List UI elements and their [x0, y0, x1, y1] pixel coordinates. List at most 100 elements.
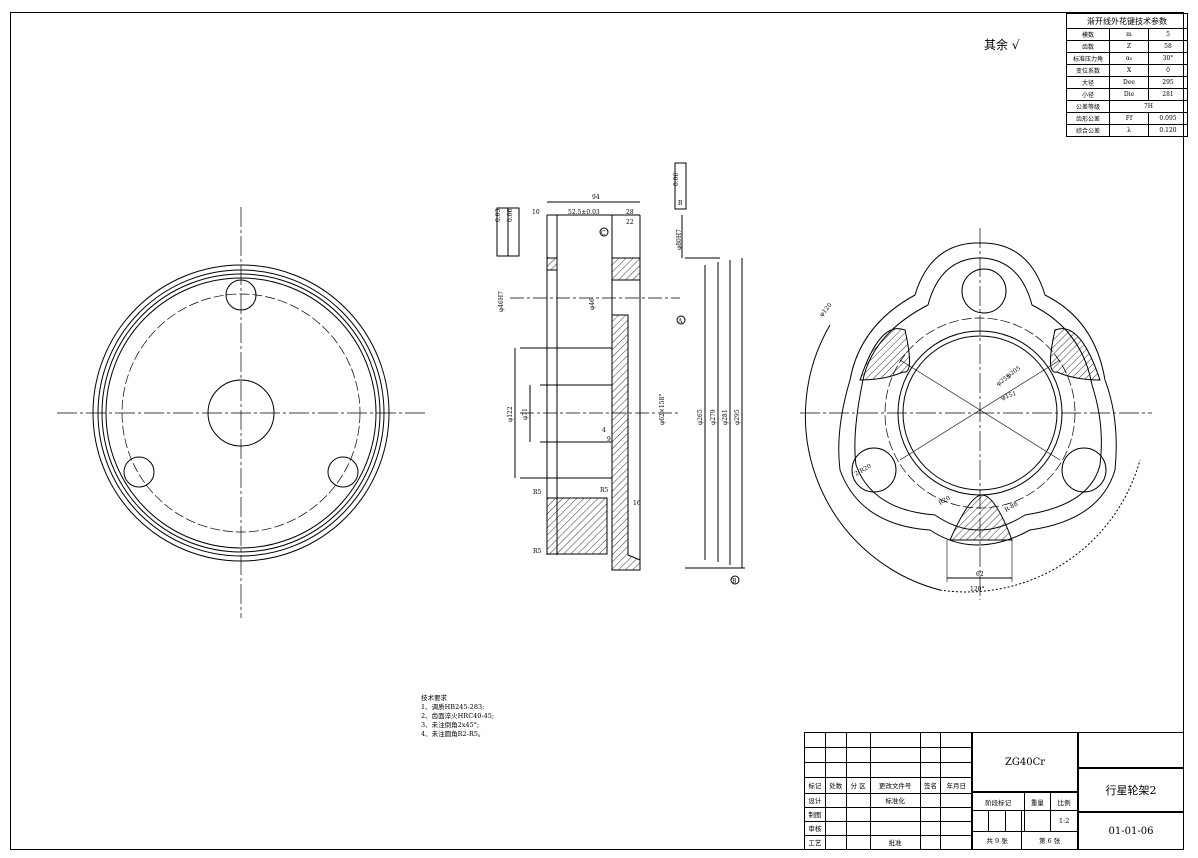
lbl-weight: 重量 [1023, 791, 1052, 812]
dim-phi71: φ71 [522, 408, 529, 420]
pin-hole-right [1061, 447, 1107, 493]
hatch-top-ring [611, 257, 641, 281]
hdr-date: 年月日 [940, 777, 972, 794]
dim-r5b: R5 [600, 487, 609, 494]
dim-9: 9 [607, 436, 611, 443]
lbl-approve: 批准 [869, 834, 921, 851]
center-bore [207, 379, 275, 447]
hdr-sign: 签名 [919, 777, 942, 794]
tol-left-2: 0.06 [507, 208, 514, 222]
lbl-process: 工艺 [804, 834, 826, 851]
dim-120deg: 120° [970, 586, 984, 593]
total-sheets: 共 9 张 [971, 830, 1023, 851]
tol-top-ref: B [678, 200, 683, 207]
lbl-drawn: 制图 [804, 806, 826, 822]
drawing-number: 01-01-06 [1108, 825, 1154, 837]
scale-value: 1:2 [1050, 810, 1078, 832]
dim-r5a: R5 [533, 489, 542, 496]
hdr-count: 处数 [824, 777, 847, 794]
revision-table: 标记 处数 分 区 更改文件号 签名 年月日 设计 标准化 制图 审核 工艺 批… [804, 731, 972, 851]
dim-phi122: φ122 [507, 406, 514, 422]
param-symbol: λ [1109, 124, 1149, 137]
hdr-doc: 更改文件号 [869, 777, 921, 794]
datum-c-symbol [599, 227, 609, 237]
dim-r88: R-88 [1004, 500, 1020, 513]
lbl-review: 审核 [804, 820, 826, 836]
datum-a-symbol [676, 315, 686, 325]
datum-a: A [677, 318, 683, 325]
spline-circle [101, 273, 381, 553]
note-item-4: 4、未注圆角R2-R5。 [421, 730, 485, 738]
section-view [496, 162, 745, 585]
tol-left-1: 0.03 [495, 208, 502, 222]
dim-phi265: φ265 [697, 409, 704, 425]
dim-leader-2 [899, 359, 1061, 461]
dim-4: 4 [602, 427, 606, 434]
part-name: 行星轮架2 [1105, 784, 1157, 797]
technical-notes: 技术要求 1、调质HB245-283; 2、齿面淬火HRC40-45; 3、未注… [421, 694, 494, 739]
lbl-stage: 阶段标记 [972, 791, 1025, 812]
datum-b-symbol [730, 575, 740, 585]
hatch-web-right [1050, 328, 1101, 381]
empty-cell [1078, 732, 1184, 768]
note-item-3: 3、未注倒角2x45°; [421, 721, 480, 729]
notes-title: 技术要求 [421, 694, 447, 702]
lbl-std: 标准化 [869, 792, 921, 808]
outer-lobed-contour [838, 242, 1117, 546]
dim-22: 22 [626, 219, 634, 226]
pin-hole-top [225, 279, 257, 311]
bore-inner [902, 335, 1058, 491]
tol-frame-top [674, 162, 687, 210]
material-cell: ZG40Cr [972, 732, 1078, 792]
dim-top: φ80H7 [676, 229, 683, 250]
dim-taper: φ62×158° [659, 394, 666, 425]
dim-94: 94 [592, 194, 600, 201]
outer-circle [92, 264, 390, 562]
datum-c: C [601, 230, 606, 237]
hatch-top-flange [546, 257, 558, 271]
spline-circle-2 [105, 277, 377, 549]
roughness-symbol-icon: √ [1011, 38, 1020, 52]
arc-r100-b [939, 459, 1141, 593]
dim-phi120: φ120 [818, 302, 834, 319]
rear-view [800, 228, 1152, 600]
drawing-frame [10, 12, 1184, 850]
dim-28: 28 [626, 209, 634, 216]
lbl-design: 设计 [804, 792, 826, 808]
dim-r5c: R5 [533, 548, 542, 555]
lbl-scale: 比例 [1050, 791, 1078, 812]
tol-top: 0.06 [673, 172, 680, 186]
roughness-note: 其余 √ [984, 36, 1020, 53]
pitch-circle [121, 293, 361, 533]
dim-16: 16 [633, 500, 641, 507]
param-value: 0.120 [1148, 124, 1188, 137]
hatch-web-bottom [949, 494, 1013, 541]
dim-phi295: φ295 [734, 409, 741, 425]
material: ZG40Cr [1004, 756, 1046, 768]
dim-52: 52.5±0.03 [568, 209, 600, 216]
dim-62: 62 [976, 571, 984, 578]
outer-circle-2 [97, 269, 385, 557]
section-dim-labels: 94 10 52.5±0.03 28 22 16 4 9 0.03 0.06 0… [495, 172, 741, 585]
title-block: 标记 处数 分 区 更改文件号 签名 年月日 设计 标准化 制图 审核 工艺 批… [804, 731, 1184, 851]
dim-phi279: φ279 [710, 409, 717, 425]
hdr-mark: 标记 [804, 777, 826, 794]
arc-r100 [804, 324, 941, 591]
front-view [57, 207, 428, 618]
dim-phi205: φ205 [1005, 365, 1022, 380]
hatch-bottom-flange [546, 497, 608, 555]
pin-hole-right [327, 456, 359, 488]
pin-hole-left [851, 447, 897, 493]
part-name-cell: 行星轮架2 [1078, 768, 1184, 812]
dim-r20: R20 [938, 495, 952, 507]
note-item-2: 2、齿面淬火HRC40-45; [421, 712, 495, 720]
pin-hole-top [961, 268, 1007, 314]
dim-phi281: φ281 [722, 409, 729, 425]
